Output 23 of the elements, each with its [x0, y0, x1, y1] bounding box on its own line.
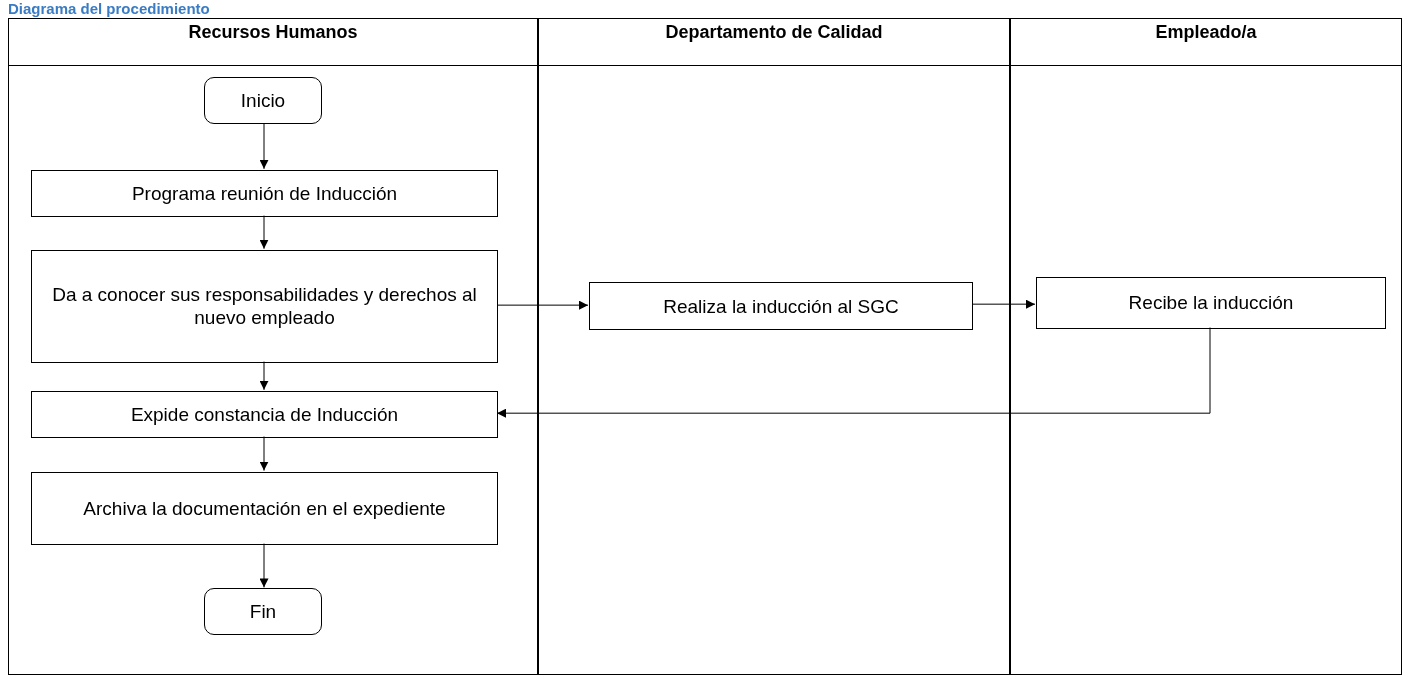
- terminal-box: Inicio: [204, 77, 322, 125]
- arrow: [259, 361, 269, 391]
- arrow: [971, 299, 1036, 309]
- process-box: Realiza la inducción al SGC: [589, 281, 973, 331]
- process-box: Expide constancia de Inducción: [31, 390, 498, 438]
- arrow: [259, 122, 269, 170]
- process-box: Archiva la documentación en el expediente: [31, 471, 498, 545]
- swimlane: [538, 18, 1010, 675]
- lane-heading: Departamento de Calidad: [664, 21, 884, 43]
- terminal-box: Fin: [204, 588, 322, 636]
- title: Diagrama del procedimiento: [8, 0, 210, 17]
- arrow: [496, 300, 589, 310]
- lane-heading: Recursos Humanos: [187, 21, 359, 43]
- arrow: [259, 436, 269, 472]
- swimlane: [8, 18, 538, 675]
- arrow: [496, 327, 1211, 418]
- arrow: [259, 543, 269, 588]
- process-box: Recibe la inducción: [1036, 276, 1386, 329]
- process-box: Da a conocer sus responsabilidades y derechos al nuevo empleado: [31, 249, 498, 363]
- arrow: [259, 215, 269, 250]
- process-box: Programa reunión de Inducción: [31, 169, 498, 217]
- lane-heading: Empleado/a: [1154, 21, 1258, 43]
- swimlane: [1010, 18, 1402, 675]
